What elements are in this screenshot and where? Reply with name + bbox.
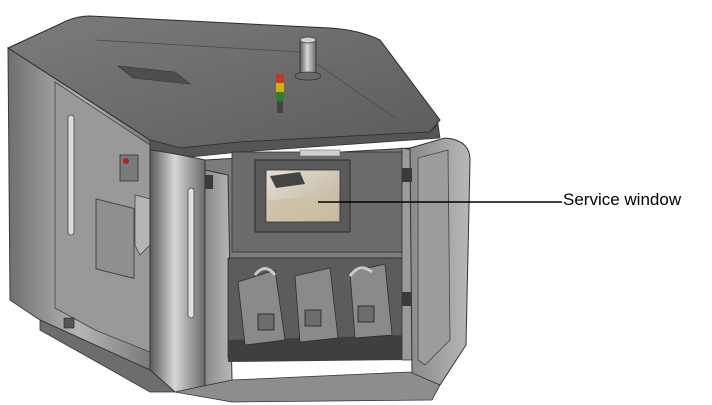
right-door-inner	[417, 149, 451, 366]
control-box	[95, 198, 135, 279]
station-right	[349, 263, 393, 339]
beacon-red	[276, 74, 284, 83]
top-label-plate	[299, 149, 341, 157]
exhaust-pipe	[299, 39, 317, 76]
station-arm-right	[348, 266, 373, 277]
emergency-stop-icon	[123, 158, 129, 164]
right-door-hinge-top	[402, 168, 412, 182]
top-panel	[6, 15, 441, 149]
station-left-square	[257, 313, 275, 331]
station-right-square	[357, 305, 375, 323]
station-center-square	[304, 309, 322, 327]
right-door-hinge-bottom	[402, 292, 412, 306]
exhaust-pipe-base	[294, 71, 322, 81]
window-reflection	[268, 196, 338, 220]
base-front	[174, 371, 441, 403]
foot-left	[63, 317, 75, 329]
control-box-small	[119, 154, 139, 182]
left-handle	[67, 114, 75, 236]
beacon-base	[277, 101, 283, 113]
left-door-hinge-top	[205, 175, 213, 189]
top-slot	[117, 65, 191, 85]
base-left	[39, 319, 177, 393]
service-window-callout-label: Service window	[563, 190, 682, 209]
station-arm-left	[253, 267, 277, 276]
window-inner-mechanism	[270, 172, 305, 188]
station-center	[294, 267, 339, 343]
front-left-pillar	[149, 149, 206, 393]
pillar-handle	[187, 187, 195, 319]
beacon-yellow	[276, 83, 284, 92]
beacon-green	[276, 92, 284, 101]
exhaust-pipe-top	[299, 36, 317, 44]
